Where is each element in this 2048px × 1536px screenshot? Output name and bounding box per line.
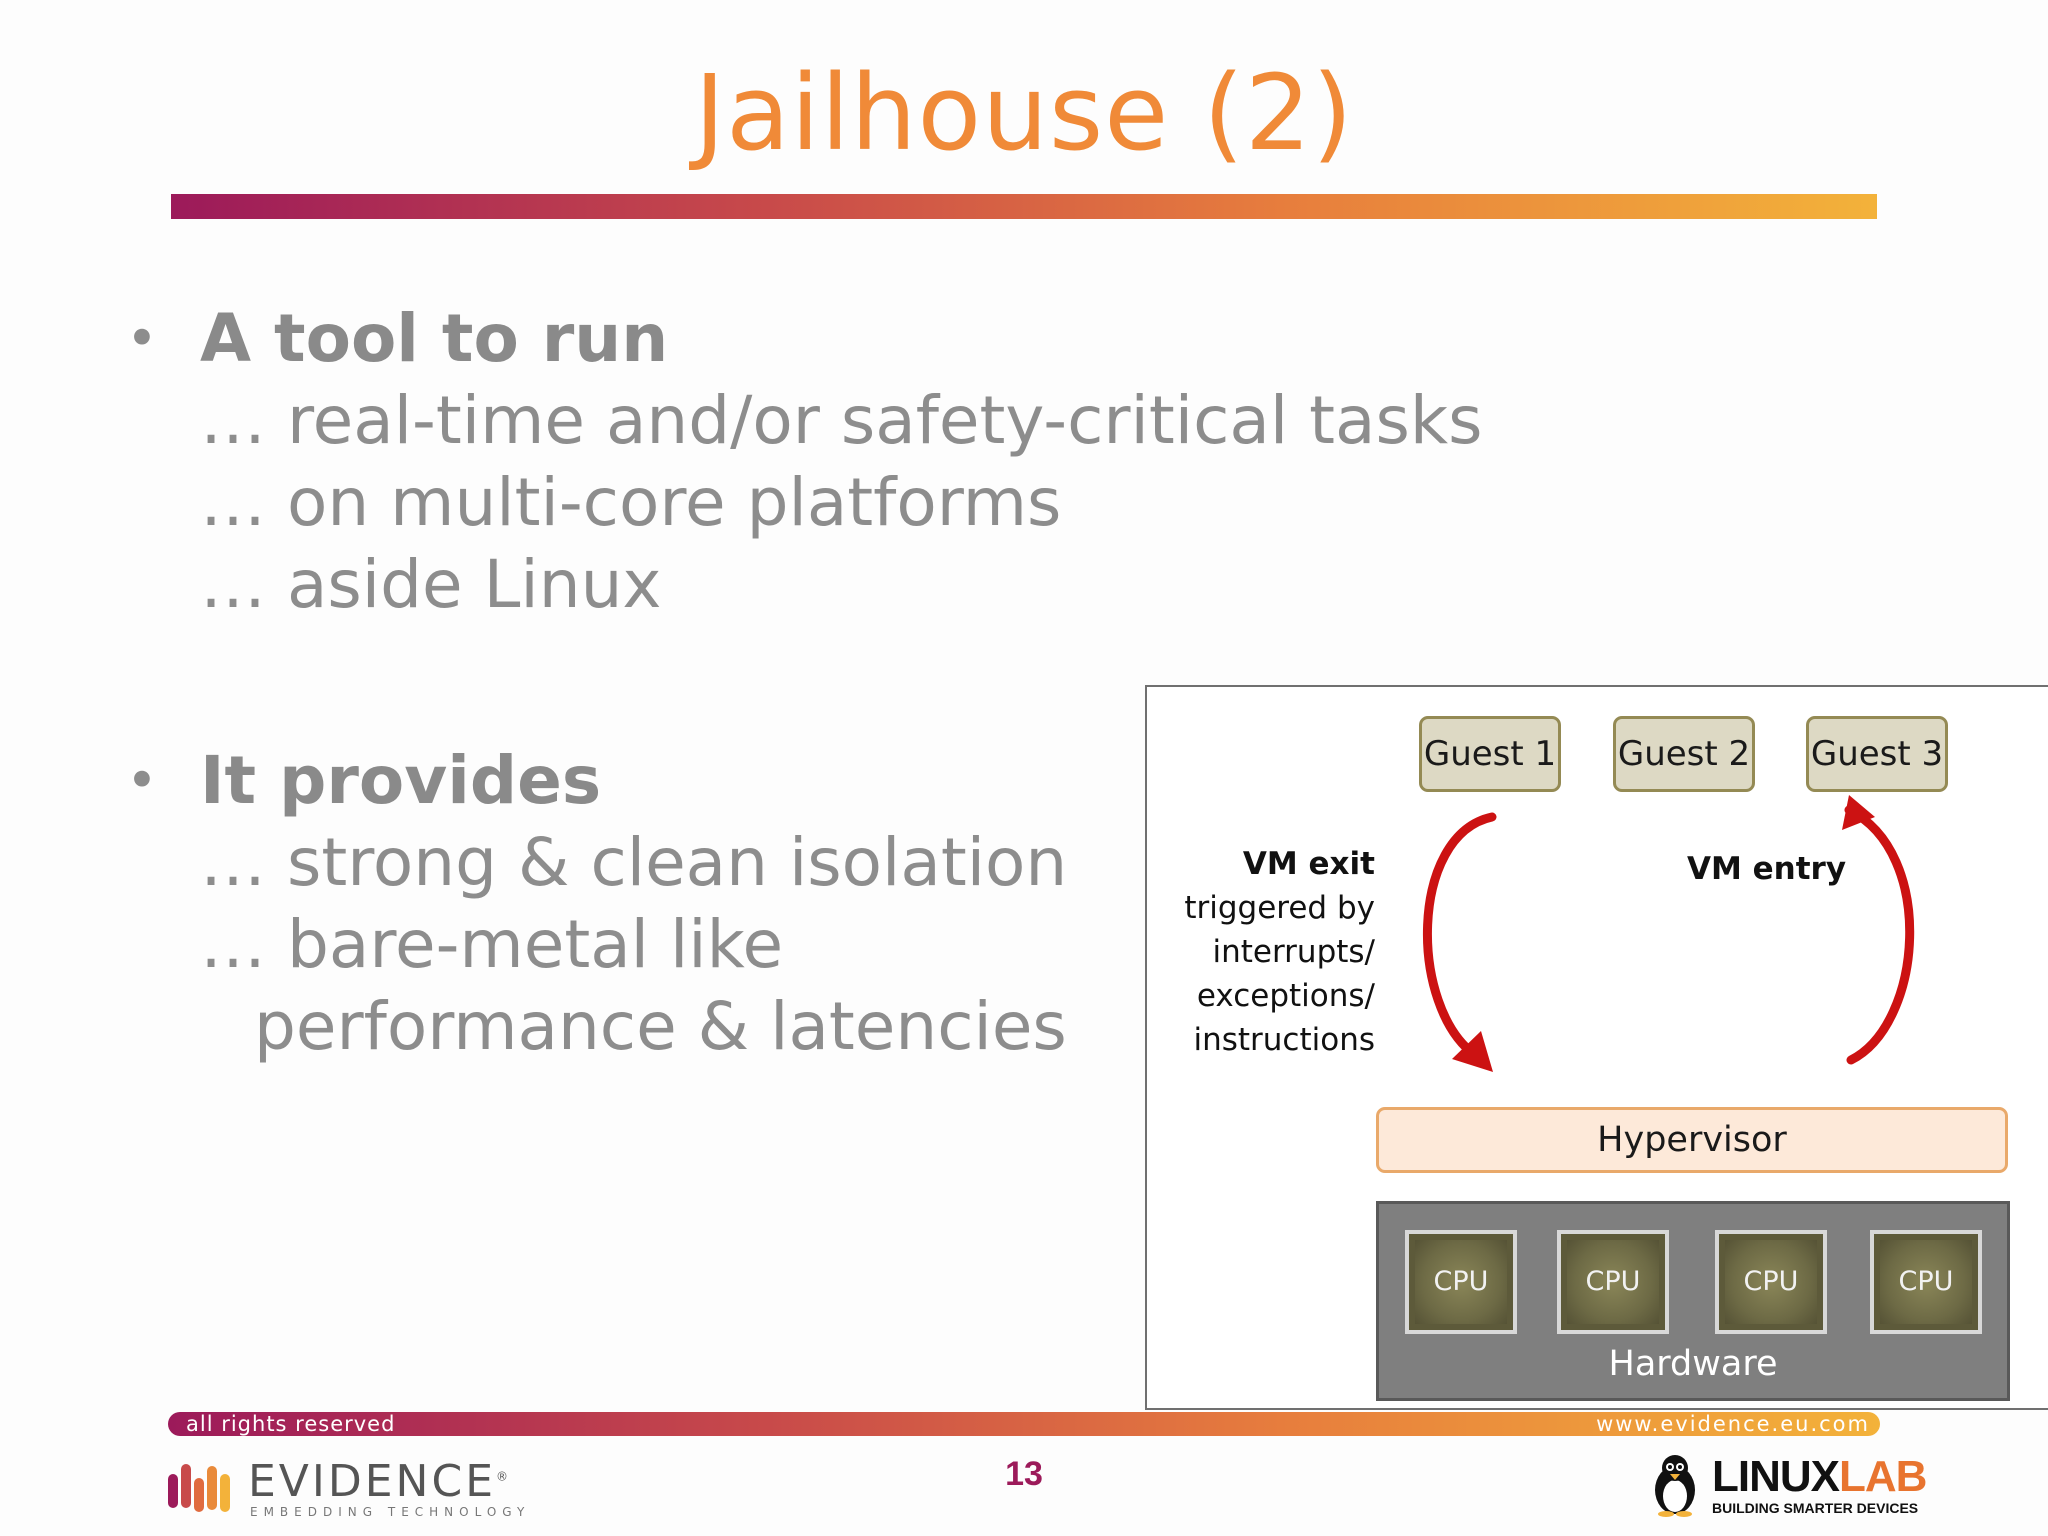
bullet-heading: A tool to run bbox=[200, 300, 669, 377]
evidence-tagline: EMBEDDING TECHNOLOGY bbox=[250, 1505, 531, 1519]
vm-exit-line: instructions bbox=[1193, 1022, 1375, 1058]
bullet-line: … strong & clean isolation bbox=[200, 824, 1068, 901]
cpu-chip: CPU bbox=[1557, 1230, 1669, 1334]
linuxlab-tagline: BUILDING SMARTER DEVICES bbox=[1712, 1500, 1919, 1516]
website-link[interactable]: www.evidence.eu.com bbox=[1596, 1412, 1870, 1436]
vm-entry-label: VM entry bbox=[1687, 851, 1847, 887]
vm-exit-arrow bbox=[1422, 812, 1497, 1072]
bullet-dot: • bbox=[126, 307, 158, 370]
cpu-chip: CPU bbox=[1870, 1230, 1982, 1334]
evidence-name: EVIDENCE® bbox=[248, 1456, 511, 1507]
hypervisor-diagram: Guest 1 Guest 2 Guest 3 VM exit triggere… bbox=[1145, 685, 2048, 1410]
guest-box: Guest 1 bbox=[1419, 716, 1561, 792]
footer-bar bbox=[168, 1412, 1880, 1436]
evidence-wave-icon bbox=[168, 1464, 230, 1512]
hardware-box: CPU CPU CPU CPU Hardware bbox=[1376, 1201, 2010, 1401]
vm-exit-line: interrupts/ bbox=[1212, 934, 1375, 970]
cpu-label: CPU bbox=[1743, 1266, 1799, 1297]
title-divider-bar bbox=[171, 194, 1877, 219]
cpu-chip: CPU bbox=[1405, 1230, 1517, 1334]
vm-entry-arrow bbox=[1842, 795, 1915, 1065]
page-number: 13 bbox=[1005, 1455, 1043, 1493]
cpu-label: CPU bbox=[1898, 1266, 1954, 1297]
hypervisor-box: Hypervisor bbox=[1376, 1107, 2008, 1173]
linuxlab-name: LINUXLAB bbox=[1712, 1452, 1927, 1501]
bullet-heading: It provides bbox=[200, 742, 602, 819]
rights-text: all rights reserved bbox=[186, 1412, 396, 1436]
bullet-line: … real-time and/or safety-critical tasks bbox=[200, 382, 1483, 459]
slide-title: Jailhouse (2) bbox=[694, 52, 1354, 174]
bullet-line: performance & latencies bbox=[254, 988, 1067, 1065]
penguin-icon bbox=[1655, 1455, 1695, 1517]
cpu-label: CPU bbox=[1433, 1266, 1489, 1297]
bullet-dot: • bbox=[126, 749, 158, 812]
cpu-chip: CPU bbox=[1715, 1230, 1827, 1334]
vm-exit-text: VM exit triggered by interrupts/ excepti… bbox=[1167, 842, 1375, 1062]
bullet-line: … aside Linux bbox=[200, 546, 662, 623]
hardware-label: Hardware bbox=[1608, 1344, 1778, 1384]
vm-exit-line: triggered by bbox=[1184, 890, 1375, 926]
bullet-line: … on multi-core platforms bbox=[200, 464, 1062, 541]
vm-exit-line: exceptions/ bbox=[1196, 978, 1375, 1014]
guest-box: Guest 2 bbox=[1613, 716, 1755, 792]
guest-box: Guest 3 bbox=[1806, 716, 1948, 792]
vm-exit-title: VM exit bbox=[1242, 846, 1375, 882]
cpu-label: CPU bbox=[1585, 1266, 1641, 1297]
bullet-line: … bare-metal like bbox=[200, 906, 784, 983]
